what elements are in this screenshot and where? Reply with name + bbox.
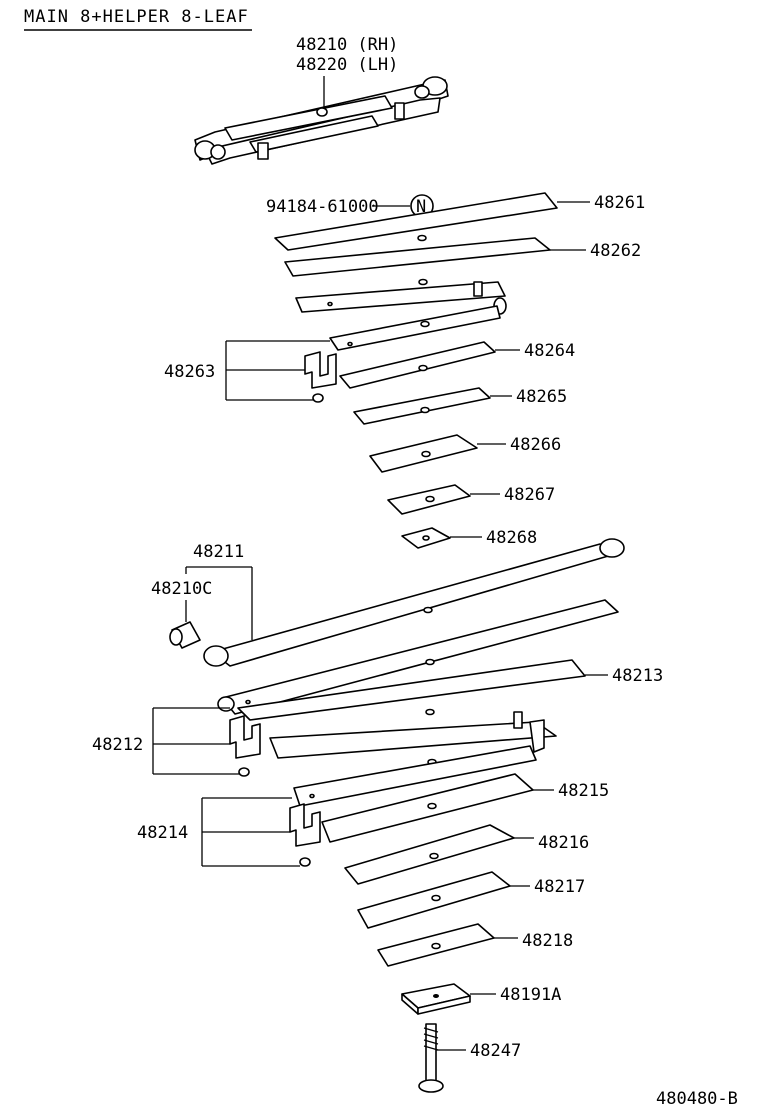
label-48262: 48262 [590, 241, 641, 261]
nut-symbol-letter: N [416, 197, 426, 217]
label-48214: 48214 [137, 823, 188, 843]
leaf-helper-4 [329, 305, 501, 351]
label-48210c: 48210C [151, 579, 212, 599]
center-bolt-48247 [418, 1023, 444, 1093]
label-48211: 48211 [193, 542, 244, 562]
leaf-48264 [339, 341, 496, 389]
rivet-48263 [312, 393, 324, 403]
clip-48212 [229, 715, 261, 759]
label-48264: 48264 [524, 341, 575, 361]
rivet-48214 [299, 857, 311, 867]
clip-48214 [289, 803, 321, 847]
label-48261: 48261 [594, 193, 645, 213]
diagram-title: MAIN 8+HELPER 8-LEAF [24, 7, 249, 27]
diagram-code: 480480-B [656, 1089, 738, 1109]
label-48215: 48215 [558, 781, 609, 801]
leaf-helper-3 [295, 281, 506, 313]
label-48266: 48266 [510, 435, 561, 455]
label-94184-61000: 94184-61000 [266, 197, 379, 217]
rivet-48212 [238, 767, 250, 777]
label-48220-lh: 48220 (LH) [296, 55, 398, 75]
label-48247: 48247 [470, 1041, 521, 1061]
label-48216: 48216 [538, 833, 589, 853]
label-48217: 48217 [534, 877, 585, 897]
label-48191a: 48191A [500, 985, 561, 1005]
label-48265: 48265 [516, 387, 567, 407]
leaf-48265 [353, 387, 491, 425]
leaf-main-4 [269, 721, 557, 759]
leaf-48261 [274, 192, 558, 251]
clip-48263 [304, 351, 337, 389]
label-48212: 48212 [92, 735, 143, 755]
leaf-48213 [237, 659, 586, 721]
label-48213: 48213 [612, 666, 663, 686]
spring-assembly-drawing [194, 76, 449, 165]
label-48267: 48267 [504, 485, 555, 505]
leaf-main-5 [293, 745, 537, 807]
label-48268: 48268 [486, 528, 537, 548]
label-48263: 48263 [164, 362, 215, 382]
label-48210-rh: 48210 (RH) [296, 35, 398, 55]
label-48218: 48218 [522, 931, 573, 951]
